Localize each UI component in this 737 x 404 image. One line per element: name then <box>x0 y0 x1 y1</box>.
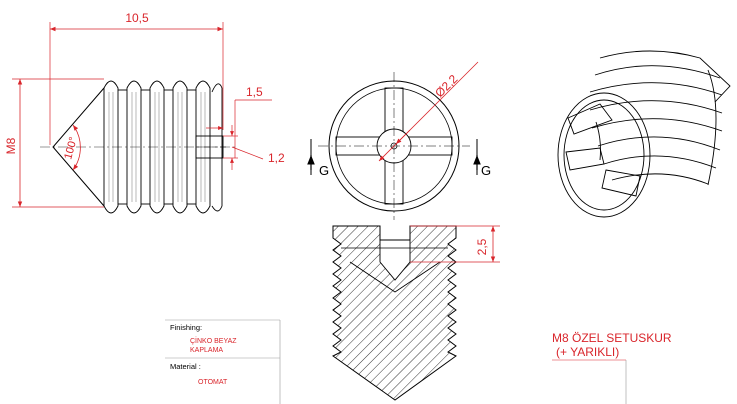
material-value: OTOMAT <box>198 379 228 386</box>
section-label-right: G <box>481 163 491 178</box>
section-label-left: G <box>319 163 329 178</box>
hole-diameter-label: Ø2,2 <box>432 72 461 101</box>
finishing-value-line2: KAPLAMA <box>190 347 223 354</box>
section-depth-label: 2,5 <box>475 238 489 255</box>
finishing-label: Finishing: <box>170 323 202 332</box>
end-view: G G Ø2,2 <box>307 61 491 220</box>
part-title-line1: M8 ÖZEL SETUSKUR <box>552 331 672 345</box>
title-block: Finishing: ÇİNKO BEYAZ KAPLAMA Material … <box>165 319 281 404</box>
section-view: 2,5 <box>332 225 500 401</box>
side-view: 10,5 M8 100° 1,5 1,2 <box>4 11 285 214</box>
finishing-value-line1: ÇİNKO BEYAZ <box>190 336 237 345</box>
part-title: M8 ÖZEL SETUSKUR (+ YARIKLI) <box>552 331 672 404</box>
isometric-view <box>557 50 731 218</box>
major-diameter-label: M8 <box>4 137 18 154</box>
slot-width-label: 1,5 <box>246 85 263 99</box>
thread-ridges <box>103 80 223 214</box>
material-label: Material : <box>170 362 201 371</box>
overall-length-label: 10,5 <box>125 11 149 25</box>
slot-depth-label: 1,2 <box>268 151 285 165</box>
part-title-line2: (+ YARIKLI) <box>556 345 619 359</box>
cone-angle-label: 100° <box>62 136 79 161</box>
